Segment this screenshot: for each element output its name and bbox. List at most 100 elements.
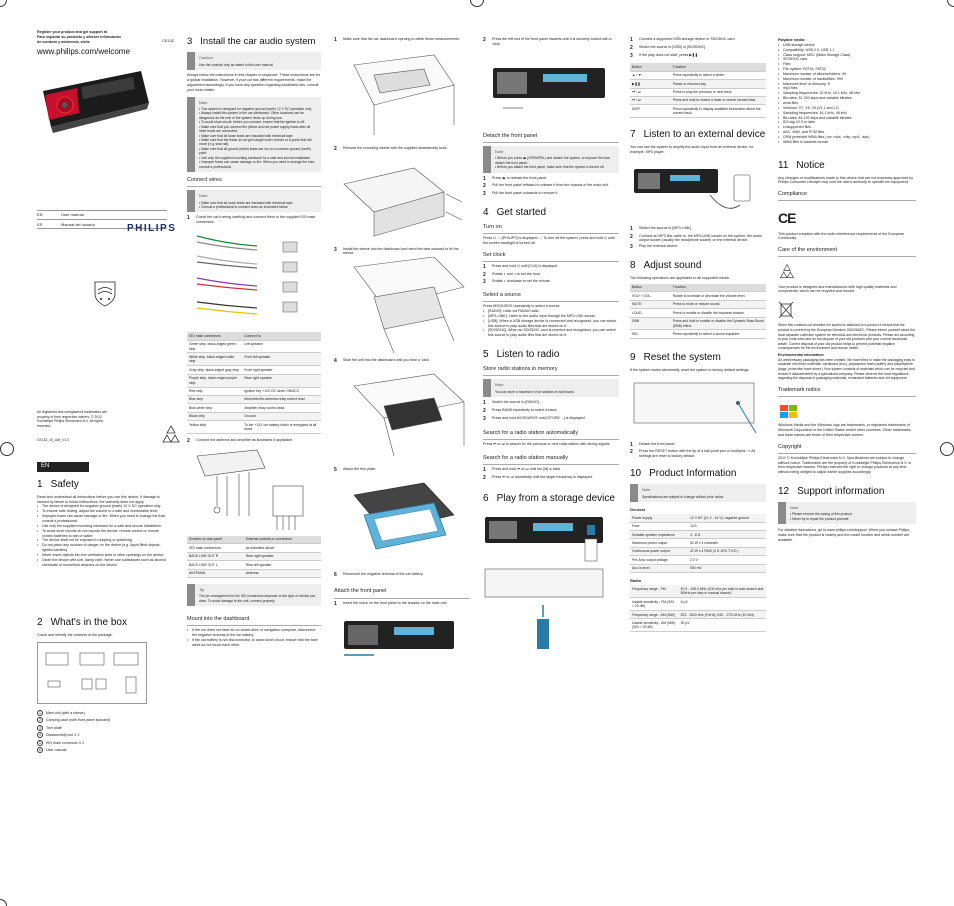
media-item: SD/SDHC card bbox=[778, 57, 916, 62]
safety-bullet: Use only the supplied mounting hardware … bbox=[37, 524, 167, 529]
install-note-line: • To avoid short-circuit: before you con… bbox=[199, 120, 306, 125]
media-item: Files bbox=[778, 62, 916, 67]
crop-mark bbox=[0, 0, 7, 7]
detach-note-line: • Before you attach the front panel, mak… bbox=[495, 165, 605, 170]
usb-sd-drawing bbox=[483, 509, 619, 659]
install-note-line: • Make sure that you connect the yellow … bbox=[199, 124, 311, 134]
safety-bullet: The device is designed for negative grou… bbox=[37, 504, 167, 509]
safety-bullets: The device is designed for negative grou… bbox=[37, 504, 167, 567]
welcome-url[interactable]: www.philips.com/welcome bbox=[37, 46, 130, 56]
media-item: ID3 tag V2.0 or later bbox=[778, 120, 916, 125]
reset-intro: If the system works abnormally, reset th… bbox=[630, 367, 750, 372]
weee-text: When this crossed-out wheeled bin symbol… bbox=[778, 323, 916, 351]
turn-on-text: Press ⏻. ↪ [PHILIPS] is displayed. ↪ To … bbox=[483, 235, 615, 245]
safety-bullet: Clean the device with soft, damp cloth. … bbox=[37, 558, 167, 568]
safety-bullet: To avoid short circuits do not expose th… bbox=[37, 529, 167, 539]
trademark-text: Windows Media and the Windows logo are t… bbox=[778, 422, 911, 437]
heading-set-clock: Set clock bbox=[483, 251, 506, 258]
source-list: [RADIO]: radio via FM/AM radio.[MP3-LINK… bbox=[483, 309, 619, 338]
media-item: AAC, WAV, and PCM files bbox=[778, 130, 916, 135]
heading-select-source: Select a source bbox=[483, 292, 521, 298]
connect-note-line: • Consult a professional to connect wire… bbox=[199, 205, 289, 210]
play-button-row: ⏮ / ⏭Press and hold to rewind a track or… bbox=[630, 96, 766, 106]
product-image bbox=[37, 65, 157, 135]
safety-bullet: Improper fuses can cause damage or fire.… bbox=[37, 514, 167, 524]
trim-plate-drawing bbox=[334, 475, 470, 571]
care-text: Your product is designed and manufacture… bbox=[778, 284, 897, 294]
media-item: Maximum level of directory: 8 bbox=[778, 82, 916, 87]
playable-media-heading: Playable media: bbox=[778, 38, 806, 42]
install-note: Note• This system is designed for negati… bbox=[187, 96, 321, 173]
media-item: Unsupported files bbox=[778, 125, 916, 130]
media-item: USB storage device bbox=[778, 43, 916, 48]
crop-mark bbox=[0, 899, 7, 906]
install-note-line: • Always install this system in the car … bbox=[199, 111, 304, 120]
install-intro: Always follow the instructions in this c… bbox=[187, 73, 320, 92]
support-note-line: • Please remove the casing of this produ… bbox=[790, 512, 853, 517]
attach-front-drawing bbox=[334, 611, 470, 671]
media-item: DRM protected WMA files (.wv, m4a, .m4p,… bbox=[778, 135, 916, 140]
recycle-icon bbox=[160, 424, 182, 447]
crop-mark bbox=[947, 0, 954, 7]
play-button-row: ▶❚❚Pause or resume play. bbox=[630, 79, 766, 89]
safety-bullet: The device shall not be exposed to dripp… bbox=[37, 538, 167, 543]
heading-mount: Mount into the dashboard bbox=[187, 616, 250, 623]
safety-bullet: Do not place any sources of danger on th… bbox=[37, 543, 167, 553]
detach-note-line: • Before you press ⏏ (OPEN/REL) and deta… bbox=[495, 156, 611, 165]
column-cover: Register your product and get support at… bbox=[37, 30, 180, 754]
source-item: [SD/SDHC]: When an SD/SDHC card is inser… bbox=[483, 328, 619, 338]
sound-intro: The following operations are applicable … bbox=[630, 276, 730, 281]
crop-mark bbox=[0, 442, 14, 456]
register-text: Register your product and get support at… bbox=[37, 30, 121, 44]
philips-logo: PHILIPS bbox=[127, 223, 177, 234]
detach-note: Note• Before you press ⏏ (OPEN/REL) and … bbox=[483, 145, 619, 173]
sleeve-install-drawing bbox=[334, 256, 470, 357]
env-info-heading: Environmental information bbox=[778, 353, 824, 358]
heading-compliance: Compliance bbox=[778, 191, 808, 198]
